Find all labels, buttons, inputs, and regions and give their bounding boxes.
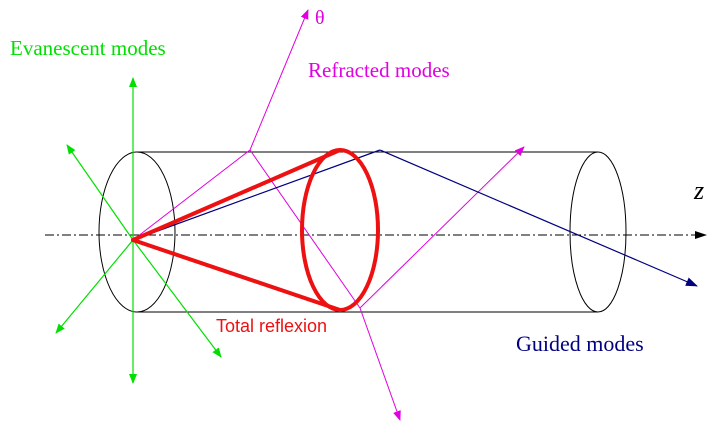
evanescent-modes-label: Evanescent modes — [10, 36, 166, 60]
evanescent-arrow-down-left — [55, 239, 134, 334]
cone-lower-edge — [131, 238, 342, 312]
theta-label: θ — [315, 7, 325, 29]
evanescent-arrow-down-right — [132, 239, 222, 358]
total-reflexion-label: Total reflexion — [216, 316, 328, 336]
guided-modes-label: Guided modes — [516, 331, 644, 356]
fiber-exit-face — [569, 151, 627, 313]
refracted-reflected-arrow — [359, 146, 525, 309]
fiber-entry-face — [98, 151, 176, 313]
total-reflexion-cone — [131, 148, 380, 312]
cone-base-ellipse — [300, 148, 380, 312]
guided-incident-ray — [132, 149, 381, 241]
guided-reflected-arrow — [379, 149, 698, 287]
refracted-exit-arrow — [359, 307, 401, 421]
refracted-inner-ray — [249, 149, 361, 309]
refracted-incident-ray — [132, 149, 251, 241]
fiber-cylinder — [98, 151, 627, 313]
cone-upper-edge — [131, 148, 342, 242]
guided-ray — [132, 149, 698, 287]
z-axis-label: z — [694, 176, 705, 205]
theta-direction-arrow — [249, 9, 309, 151]
refracted-rays — [132, 9, 525, 421]
evanescent-arrows — [55, 77, 222, 384]
refracted-modes-label: Refracted modes — [308, 58, 450, 82]
evanescent-arrow-up-left — [66, 144, 134, 241]
